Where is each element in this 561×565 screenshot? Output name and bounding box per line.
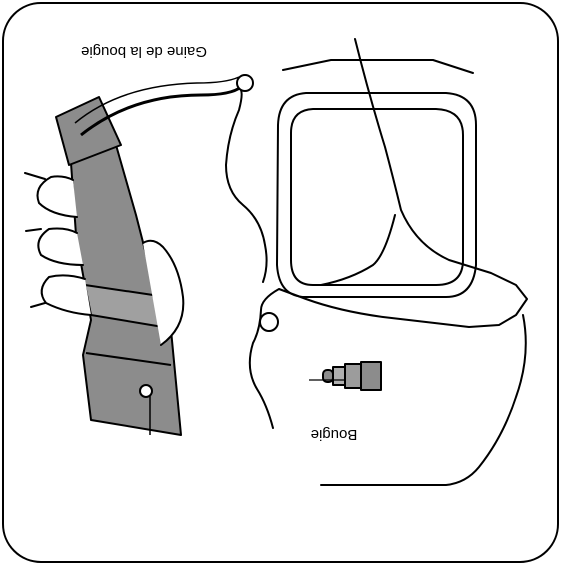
boot-label: Gaine de la bougie	[81, 43, 207, 60]
plug-insulator	[345, 364, 361, 388]
plug-neck	[333, 367, 345, 385]
wire-loop	[237, 75, 253, 91]
plug-label: Bougie	[311, 426, 358, 443]
boot-mark-dot	[140, 385, 152, 397]
plug-hex	[361, 362, 381, 390]
